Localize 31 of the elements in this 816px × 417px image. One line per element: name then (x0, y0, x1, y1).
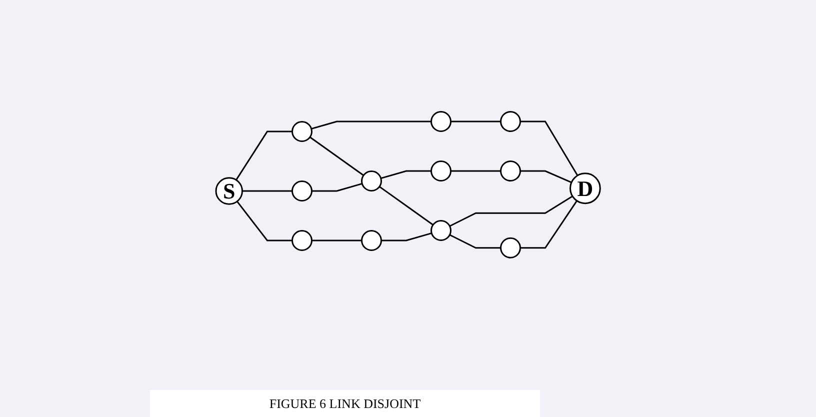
connector (236, 201, 292, 242)
connector (450, 170, 501, 172)
connector (380, 170, 432, 180)
connector (236, 131, 292, 181)
node-circle (500, 111, 521, 132)
node-circle (360, 170, 382, 192)
connector (312, 183, 362, 192)
connector (450, 121, 501, 123)
connector (449, 196, 573, 228)
node-circle (430, 160, 452, 182)
connector (520, 121, 578, 176)
node-circle (291, 180, 312, 202)
node-circle (291, 121, 312, 142)
node-circle (360, 230, 382, 252)
connector (520, 200, 578, 249)
figure-caption: FIGURE 6 LINK DISJOINT (150, 390, 540, 417)
connector (520, 170, 572, 184)
connector (449, 234, 501, 249)
connector (242, 190, 292, 192)
node-circle (500, 160, 521, 182)
node-circle (500, 238, 521, 259)
node-circle: D (569, 173, 601, 204)
connector (378, 186, 434, 226)
node-circle: S (215, 177, 243, 206)
node-circle (430, 111, 452, 132)
node-circle (430, 220, 452, 242)
node-circle (291, 230, 312, 252)
connector (312, 240, 362, 242)
connector (381, 232, 432, 242)
connector (311, 121, 432, 130)
connector (309, 136, 364, 176)
